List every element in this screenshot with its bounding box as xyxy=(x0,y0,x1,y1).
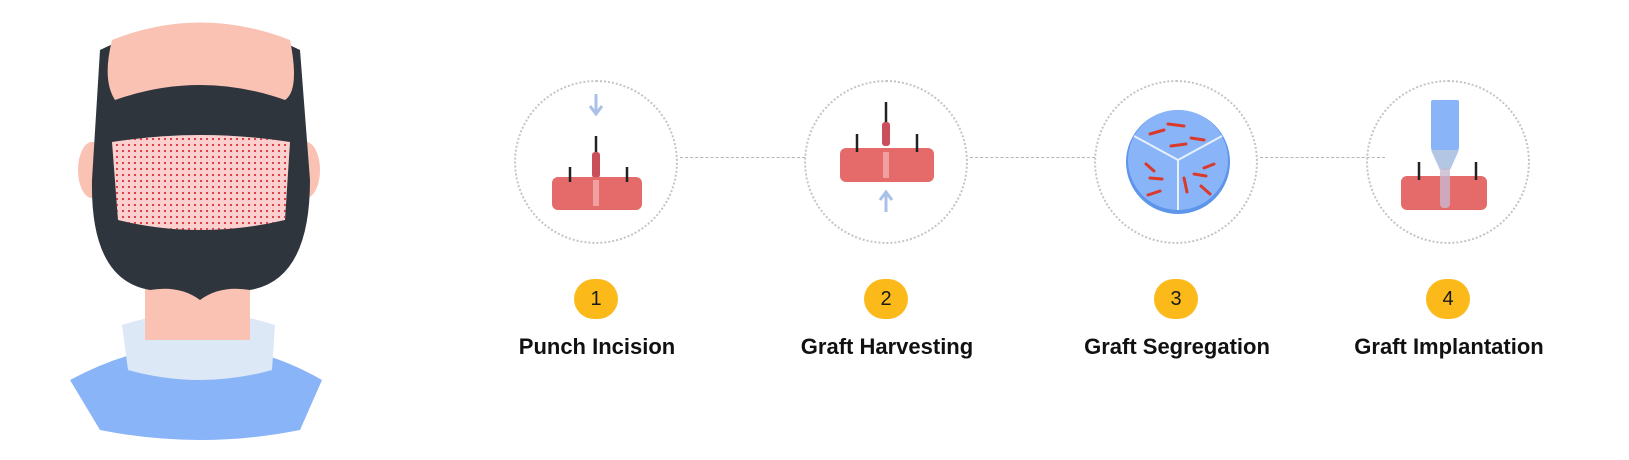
step-icon-ring xyxy=(514,80,678,244)
step-icon-ring xyxy=(1094,80,1258,244)
graft-harvesting-icon xyxy=(840,102,934,212)
step-label: Graft Implantation xyxy=(1354,334,1544,359)
step-number-badge: 2 xyxy=(864,279,908,319)
connector-line xyxy=(680,157,805,158)
step-number-badge: 1 xyxy=(574,279,618,319)
head-back-illustration xyxy=(70,22,322,440)
step-icon-ring xyxy=(804,80,968,244)
step-graft-harvesting: 2 Graft Harvesting xyxy=(777,0,997,460)
graft-implantation-icon xyxy=(1401,100,1487,210)
connector-line xyxy=(1260,157,1385,158)
step-graft-segregation: 3 Graft Segregation xyxy=(1067,0,1287,460)
step-number-badge: 4 xyxy=(1426,279,1470,319)
step-label: Punch Incision xyxy=(518,334,676,359)
step-number-badge: 3 xyxy=(1154,279,1198,319)
step-label: Graft Harvesting xyxy=(800,334,974,359)
step-graft-implantation: 4 Graft Implantation xyxy=(1339,0,1559,460)
step-punch-incision: 1 Punch Incision xyxy=(487,0,707,460)
connector-line xyxy=(970,157,1095,158)
step-label: Graft Segregation xyxy=(1084,334,1270,359)
punch-incision-icon xyxy=(552,94,642,210)
step-icon-ring xyxy=(1366,80,1530,244)
graft-segregation-icon xyxy=(1126,110,1230,214)
